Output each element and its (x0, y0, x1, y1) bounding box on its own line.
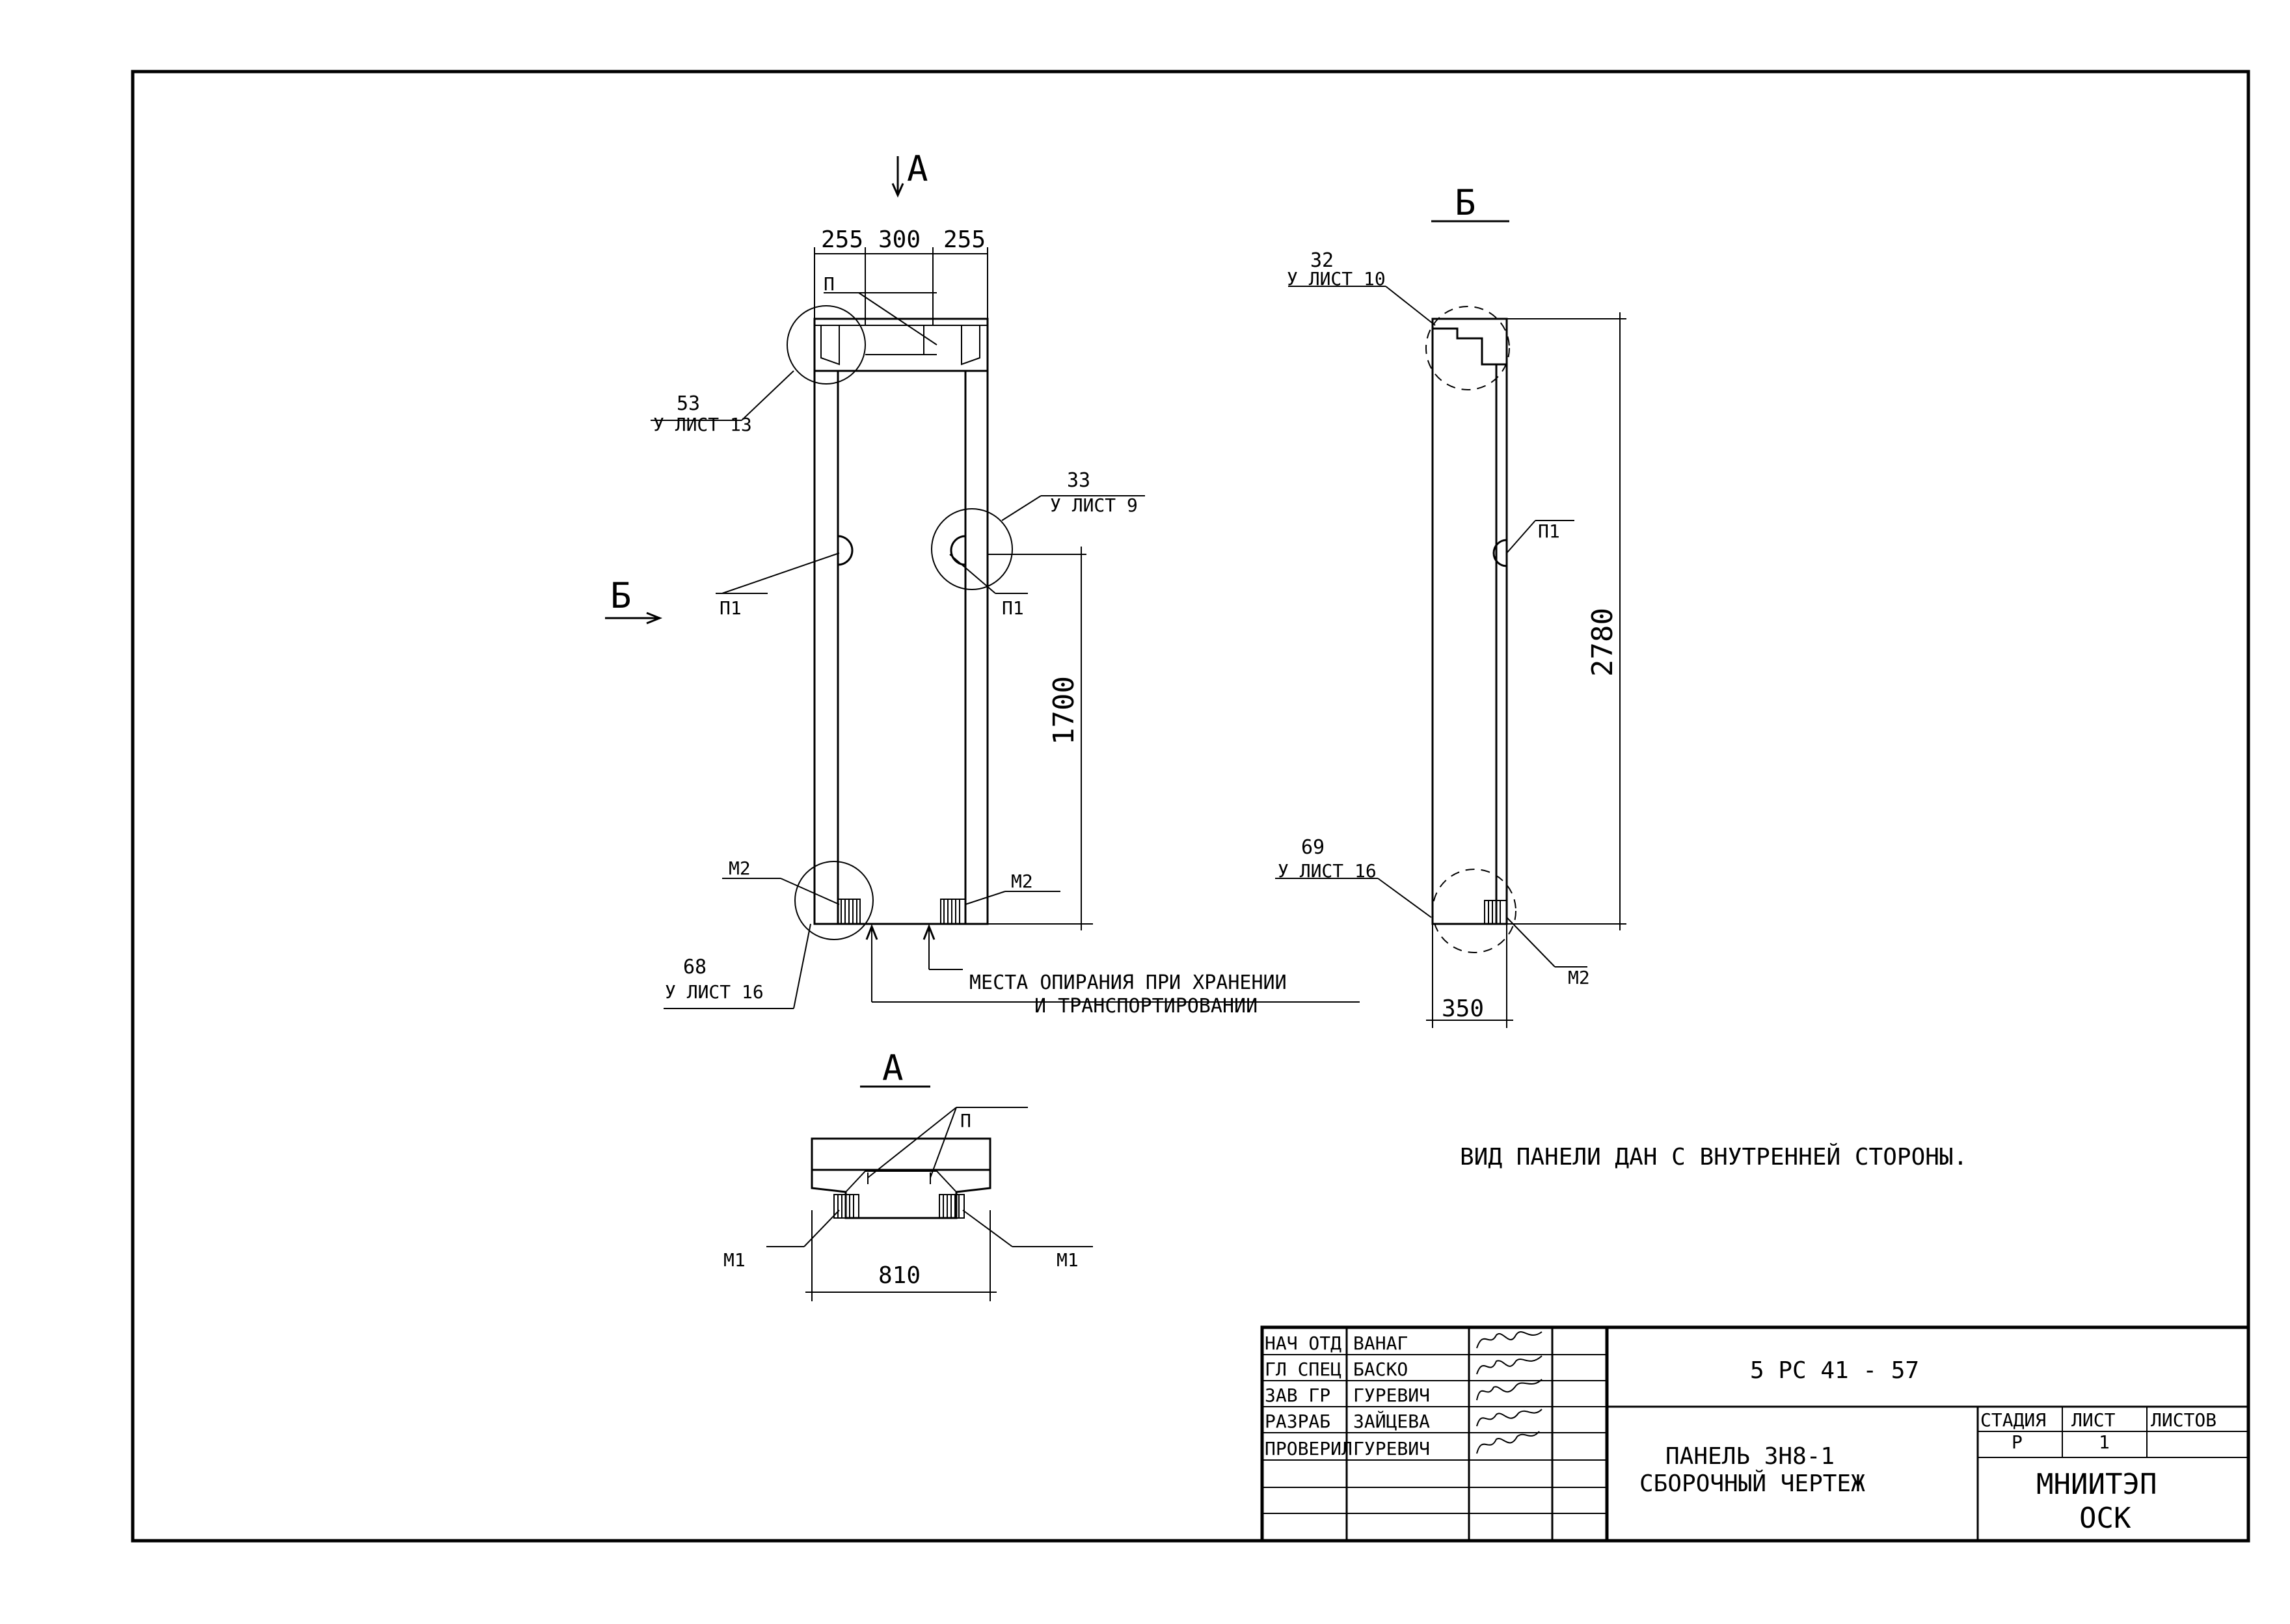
tb-sheet-label: ЛИСТ (2071, 1409, 2116, 1431)
label-m1-right: М1 (1057, 1249, 1079, 1271)
tb-name-5: ГУРЕВИЧ (1353, 1438, 1430, 1459)
signature-3 (1476, 1379, 1542, 1401)
signature-4 (1476, 1409, 1542, 1427)
dim-height-1700: 1700 (1047, 676, 1081, 745)
panel-view-note: ВИД ПАНЕЛИ ДАН С ВНУТРЕННЕЙ СТОРОНЫ. (1460, 1143, 1967, 1171)
label-m1-left: М1 (723, 1249, 746, 1271)
tb-name-3: ГУРЕВИЧ (1353, 1385, 1430, 1406)
signature-1 (1476, 1331, 1542, 1349)
tb-org-line1: МНИИТЭП (2036, 1468, 2157, 1501)
dim-top-left: 255 (821, 226, 863, 253)
callout-32-ref: У ЛИСТ 10 (1287, 268, 1386, 290)
support-note-line1: МЕСТА ОПИРАНИЯ ПРИ ХРАНЕНИИ (969, 971, 1287, 994)
label-m2-left: М2 (729, 858, 751, 879)
tb-org-line2: ОСК (2079, 1502, 2131, 1535)
callout-53-ref: У ЛИСТ 13 (653, 414, 752, 435)
tb-role-3: ЗАВ ГР (1265, 1385, 1330, 1406)
view-a-title: A (882, 1048, 904, 1089)
callout-33-number: 33 (1067, 469, 1090, 492)
sheet-frame (131, 70, 2250, 1543)
tb-name-1: ВАНАГ (1353, 1333, 1408, 1354)
callout-69-number: 69 (1301, 836, 1325, 859)
dim-top-mid: 300 (878, 226, 921, 253)
tb-sheets-label: ЛИСТОВ (2151, 1409, 2216, 1431)
title-block (1260, 1325, 2250, 1543)
dim-width-810: 810 (878, 1262, 921, 1289)
label-p1-left: П1 (720, 597, 742, 619)
view-b-marker: Б (610, 575, 632, 616)
dim-top-right: 255 (943, 226, 986, 253)
side-view (1275, 220, 1626, 1028)
tb-sheet-value: 1 (2099, 1431, 2110, 1453)
tb-document-code: 5 РС 41 - 57 (1750, 1357, 1919, 1384)
front-view (605, 156, 1360, 1009)
tb-role-1: НАЧ ОТД (1265, 1333, 1341, 1354)
support-note-line2: И ТРАНСПОРТИРОВАНИИ (1034, 995, 1258, 1018)
label-p-section: П (960, 1110, 971, 1131)
dim-width-350: 350 (1442, 995, 1484, 1022)
label-p1-right: П1 (1002, 597, 1024, 619)
label-m2-side: М2 (1568, 967, 1590, 988)
tb-stage-label: СТАДИЯ (1980, 1409, 2046, 1431)
tb-name-2: БАСКО (1353, 1359, 1408, 1380)
callout-69-ref: У ЛИСТ 16 (1278, 860, 1377, 882)
view-b-title: Б (1455, 182, 1476, 223)
tb-stage-value: Р (2012, 1431, 2023, 1453)
callout-32-number: 32 (1310, 249, 1334, 272)
callout-53-number: 53 (677, 392, 700, 415)
callout-68-ref: У ЛИСТ 16 (665, 981, 764, 1003)
tb-name-4: ЗАЙЦЕВА (1353, 1410, 1430, 1432)
callout-33-ref: У ЛИСТ 9 (1050, 494, 1138, 516)
label-p-front: П (824, 273, 835, 295)
tb-title-line1: ПАНЕЛЬ ЗН8-1 (1665, 1443, 1835, 1470)
section-view-a (766, 1085, 1093, 1301)
tb-role-2: ГЛ СПЕЦ (1265, 1359, 1341, 1380)
dim-height-2780: 2780 (1586, 608, 1619, 677)
signature-5 (1476, 1431, 1540, 1454)
tb-role-4: РАЗРАБ (1265, 1411, 1330, 1432)
label-m2-right: М2 (1011, 871, 1033, 892)
tb-title-line2: СБОРОЧНЫЙ ЧЕРТЕЖ (1639, 1470, 1865, 1497)
tb-role-5: ПРОВЕРИЛ (1265, 1438, 1353, 1459)
view-a-marker: A (907, 148, 928, 189)
callout-68-number: 68 (683, 956, 707, 979)
signature-2 (1476, 1355, 1542, 1375)
label-p1-side: П1 (1538, 521, 1560, 542)
